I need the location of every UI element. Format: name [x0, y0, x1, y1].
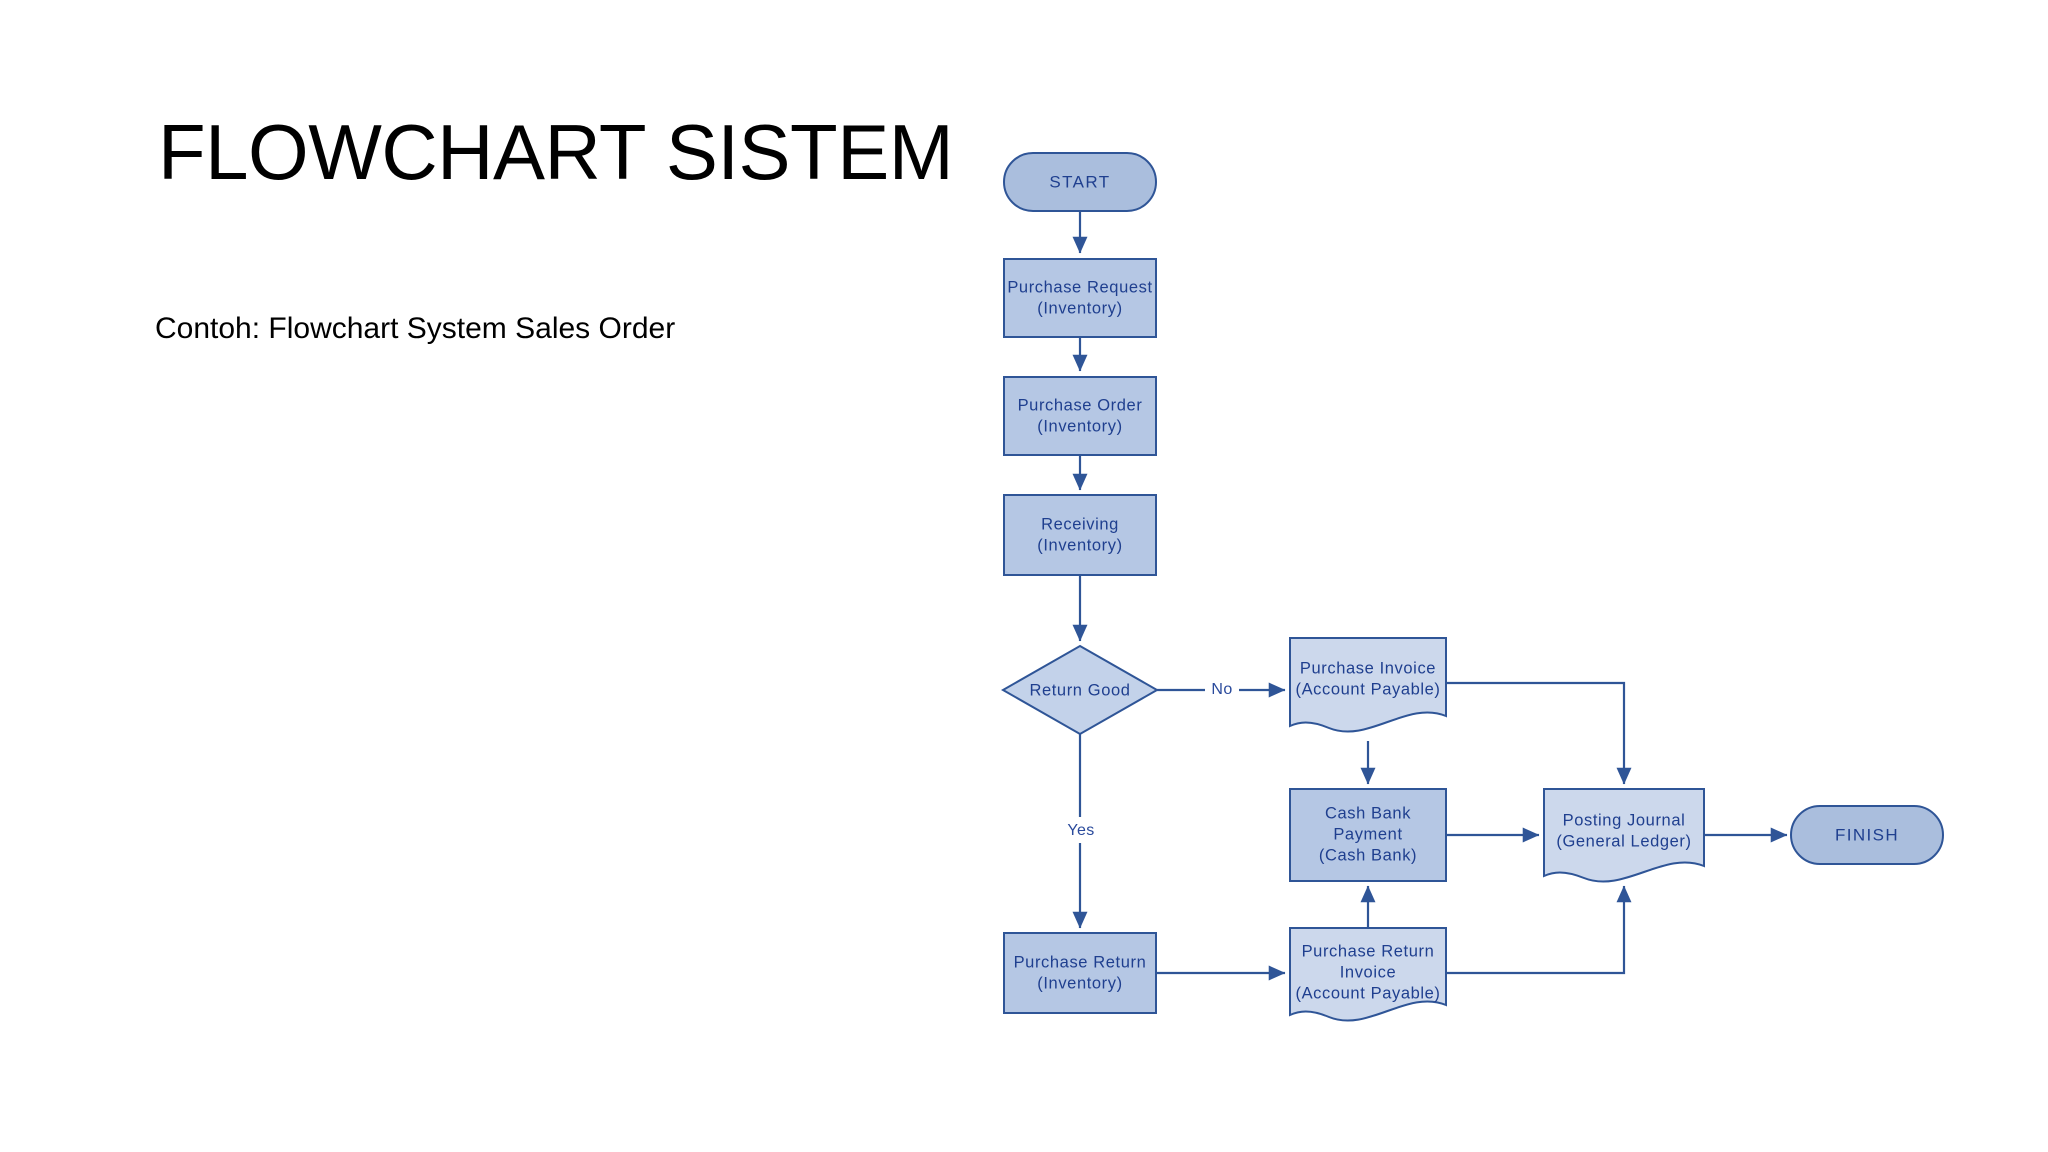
node-purchase-request[interactable]: Purchase Request (Inventory) [1003, 258, 1157, 338]
page-subtitle: Contoh: Flowchart System Sales Order [155, 312, 676, 345]
node-finish-label: FINISH [1835, 825, 1899, 844]
node-purchase-return-invoice[interactable]: Purchase Return Invoice (Account Payable… [1289, 927, 1447, 1022]
node-purchase-return-invoice-line-3: (Account Payable) [1295, 984, 1440, 1002]
node-purchase-order-line-2: (Inventory) [1037, 417, 1122, 435]
node-purchase-return-invoice-line-1: Purchase Return [1302, 942, 1435, 960]
connector-purchase-invoice-to-posting-journal [1446, 681, 1632, 785]
node-cash-bank-payment-line-3: (Cash Bank) [1319, 846, 1417, 864]
edge-label-no: No [1211, 681, 1232, 698]
connector-layer [1072, 211, 1788, 981]
node-purchase-return-invoice-line-2: Invoice [1340, 963, 1396, 981]
node-purchase-return-line-2: (Inventory) [1037, 974, 1122, 992]
node-layer: START Purchase Request (Inventory) Purch… [1000, 152, 1944, 1022]
node-posting-journal[interactable]: Posting Journal (General Ledger) [1543, 788, 1705, 883]
node-purchase-invoice-line-1: Purchase Invoice [1300, 659, 1436, 677]
edge-label-yes: Yes [1067, 822, 1094, 839]
edge-label-yes-backing [1060, 817, 1102, 843]
node-cash-bank-payment[interactable]: Cash Bank Payment (Cash Bank) [1289, 788, 1447, 882]
node-purchase-request-line-2: (Inventory) [1037, 299, 1122, 317]
node-purchase-return-line-1: Purchase Return [1014, 953, 1147, 971]
node-finish[interactable]: FINISH [1790, 805, 1944, 865]
node-posting-journal-line-1: Posting Journal [1563, 811, 1686, 829]
node-purchase-invoice-line-2: (Account Payable) [1295, 680, 1440, 698]
node-purchase-return[interactable]: Purchase Return (Inventory) [1003, 932, 1157, 1014]
edge-label-no-backing [1205, 676, 1239, 702]
node-return-good-label: Return Good [1029, 681, 1130, 699]
connector-purchase-return-invoice-to-posting-journal [1446, 885, 1632, 975]
node-return-good[interactable]: Return Good [1000, 644, 1160, 736]
node-purchase-invoice[interactable]: Purchase Invoice (Account Payable) [1289, 637, 1447, 733]
node-start-label: START [1049, 172, 1110, 191]
node-cash-bank-payment-line-1: Cash Bank [1325, 804, 1411, 822]
page-title: FLOWCHART SISTEM [158, 108, 954, 196]
node-receiving[interactable]: Receiving (Inventory) [1003, 494, 1157, 576]
edge-label-layer: No Yes [1060, 676, 1239, 843]
node-receiving-line-2: (Inventory) [1037, 536, 1122, 554]
node-purchase-order-line-1: Purchase Order [1018, 396, 1143, 414]
node-receiving-line-1: Receiving [1041, 515, 1119, 533]
node-posting-journal-line-2: (General Ledger) [1556, 832, 1691, 850]
node-purchase-order[interactable]: Purchase Order (Inventory) [1003, 376, 1157, 456]
node-start[interactable]: START [1003, 152, 1157, 212]
node-cash-bank-payment-line-2: Payment [1333, 825, 1402, 843]
node-purchase-request-line-1: Purchase Request [1007, 278, 1152, 296]
